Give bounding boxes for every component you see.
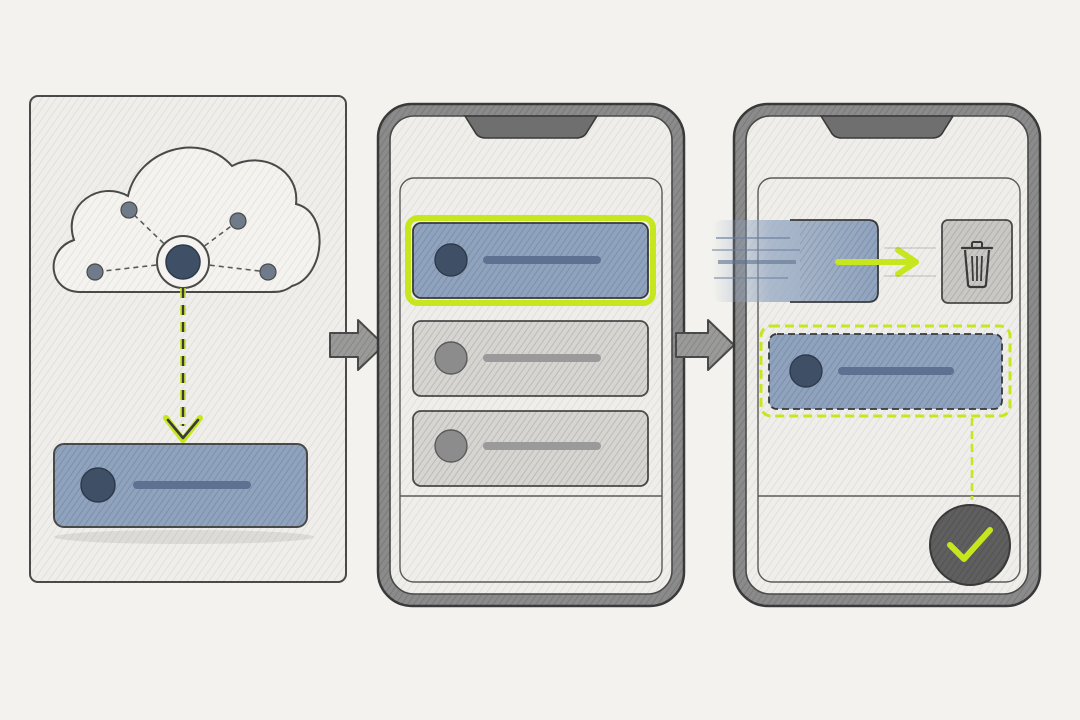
text-placeholder-line: [483, 256, 601, 264]
right-arrow-icon: [675, 319, 735, 371]
confirm-button[interactable]: [929, 504, 1011, 586]
right-arrow-icon: [835, 247, 936, 277]
synced-card: [53, 443, 314, 544]
right-arrow-icon: [329, 319, 385, 371]
list-container: [399, 177, 663, 583]
text-placeholder-line: [133, 481, 251, 489]
list-container: [757, 177, 1021, 583]
list-item[interactable]: [412, 320, 649, 397]
avatar: [80, 467, 116, 503]
list-item[interactable]: [412, 410, 649, 487]
avatar: [434, 243, 468, 277]
avatar: [434, 429, 468, 463]
panel-swipe-delete: [712, 102, 1042, 608]
phone-notch: [463, 115, 599, 139]
network-node-icon: [86, 201, 277, 289]
trash-icon: [960, 241, 994, 289]
avatar: [789, 354, 823, 388]
panel-cloud-sync: [29, 95, 347, 583]
phone-notch: [819, 115, 955, 139]
checkmark-icon: [947, 527, 993, 562]
text-placeholder-line: [483, 354, 601, 362]
cloud-icon: [52, 146, 321, 293]
avatar: [434, 341, 468, 375]
text-placeholder-line: [838, 367, 954, 375]
list-item-selected[interactable]: [405, 215, 656, 306]
list-item-confirmed[interactable]: [759, 324, 1012, 418]
delete-button[interactable]: [941, 219, 1013, 304]
down-arrow-icon: [163, 288, 203, 443]
panel-list-view: [376, 102, 686, 608]
text-placeholder-line: [483, 442, 601, 450]
